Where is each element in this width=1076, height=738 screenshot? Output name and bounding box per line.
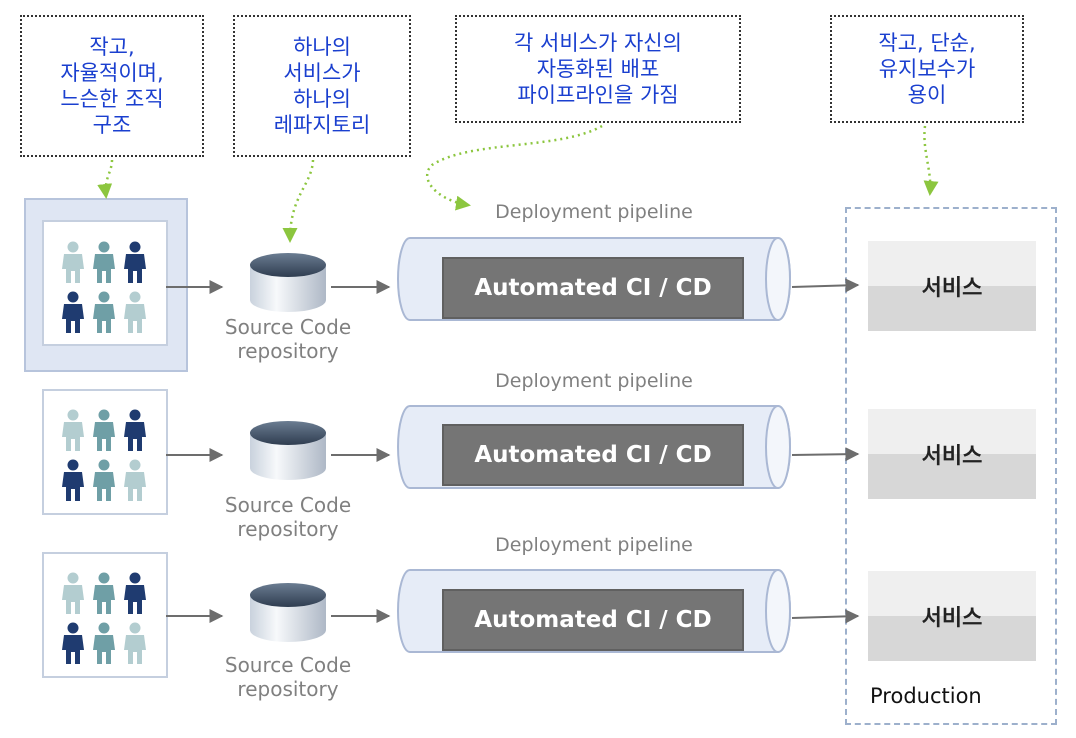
callout-connector-3 (425, 124, 603, 211)
person-icon (93, 409, 115, 451)
person-icon (62, 572, 84, 614)
callout-own-pipeline: 각 서비스가 자신의 자동화된 배포 파이프라인을 가짐 (455, 15, 741, 123)
callout-connector-1 (97, 159, 114, 199)
ci-cd-box-3: Automated CI / CD (442, 589, 744, 651)
person-icon (124, 409, 146, 451)
people-group-2 (62, 409, 146, 501)
person-icon (124, 459, 146, 501)
person-icon (124, 291, 146, 333)
person-icon (124, 622, 146, 664)
pipeline-label-3: Deployment pipeline (495, 534, 693, 556)
database-icon (250, 253, 326, 312)
arrow-pipe-to-service-1 (791, 278, 860, 293)
person-icon (62, 622, 84, 664)
person-icon (93, 572, 115, 614)
person-icon (124, 572, 146, 614)
repo-label-2: Source Code repository (224, 493, 352, 541)
callout-org-structure: 작고, 자율적이며, 느슨한 조직 구조 (20, 15, 204, 157)
repo-label-3: Source Code repository (224, 653, 352, 701)
person-icon (93, 622, 115, 664)
pipeline-label-2: Deployment pipeline (495, 370, 693, 392)
repo-label-1: Source Code repository (224, 315, 352, 363)
service-box-1: 서비스 (868, 241, 1036, 331)
service-box-3: 서비스 (868, 571, 1036, 661)
production-zone (845, 207, 1057, 725)
person-icon (124, 241, 146, 283)
callout-connector-2 (282, 159, 315, 243)
pipeline-label-1: Deployment pipeline (495, 201, 693, 223)
person-icon (62, 459, 84, 501)
person-icon (93, 241, 115, 283)
person-icon (62, 241, 84, 283)
arrow-pipe-to-service-2 (791, 447, 860, 462)
person-icon (62, 409, 84, 451)
arrow-pipe-to-service-3 (791, 609, 860, 624)
ci-cd-box-2: Automated CI / CD (442, 424, 744, 486)
person-icon (93, 291, 115, 333)
callout-connector-4 (923, 125, 939, 196)
database-icon (250, 583, 326, 642)
callout-small-simple: 작고, 단순, 유지보수가 용이 (830, 15, 1024, 123)
service-box-2: 서비스 (868, 409, 1036, 499)
people-group-1 (62, 241, 146, 333)
database-icon (250, 421, 326, 480)
person-icon (93, 459, 115, 501)
callout-one-repo: 하나의 서비스가 하나의 레파지토리 (233, 15, 411, 157)
people-group-3 (62, 572, 146, 664)
production-label: Production (870, 684, 982, 708)
person-icon (62, 291, 84, 333)
team-box-1 (42, 220, 168, 346)
ci-cd-box-1: Automated CI / CD (442, 257, 744, 319)
